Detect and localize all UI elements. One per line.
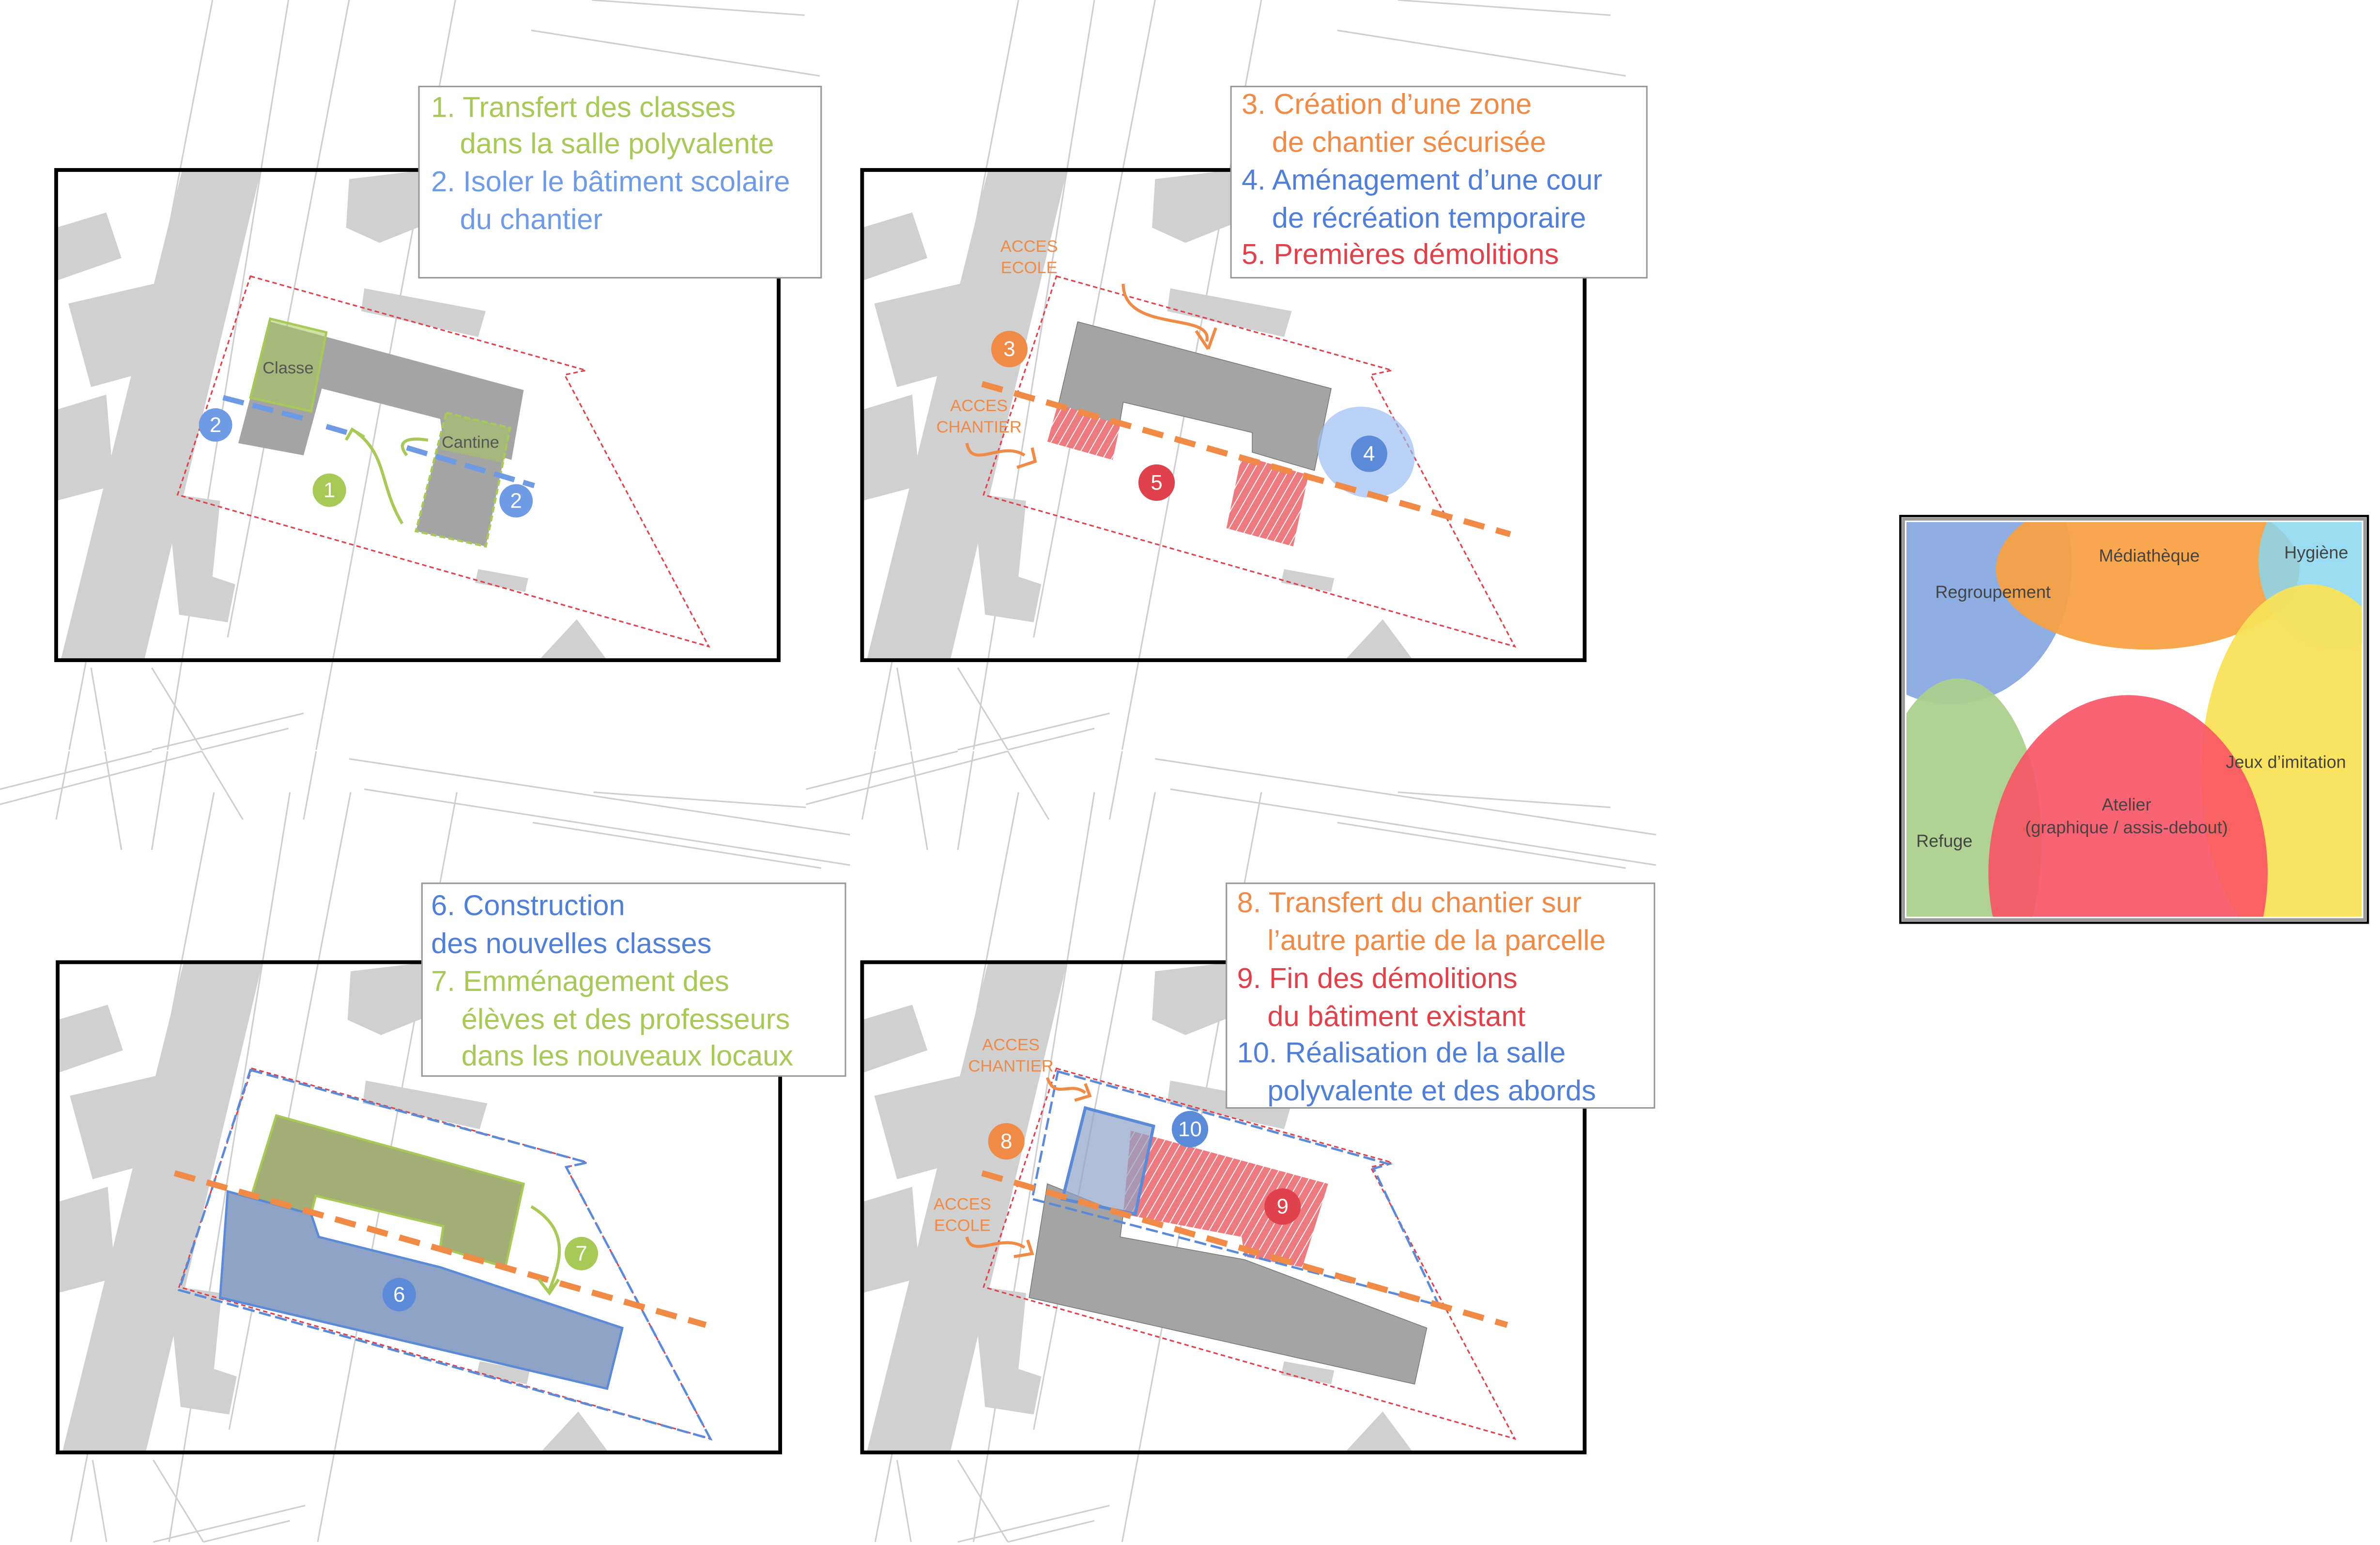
- step-4-cont: de récréation temporaire: [1272, 201, 1586, 234]
- existing-building: [1029, 1183, 1428, 1385]
- step-8-cont: l’autre partie de la parcelle: [1267, 924, 1605, 957]
- new-building: [219, 1190, 624, 1390]
- marker-4: 4: [1351, 435, 1387, 472]
- step-10: 10. Réalisation de la salle: [1237, 1036, 1566, 1069]
- marker-2a: 2: [199, 408, 232, 442]
- zone-atelier: [1988, 695, 2268, 917]
- marker-9: 9: [1264, 1188, 1301, 1225]
- demolition-zone: [1226, 455, 1308, 547]
- step-6: 6. Construction: [431, 889, 625, 922]
- marker-6: 6: [382, 1278, 416, 1312]
- demolition-zone: [1047, 403, 1121, 460]
- access-ecole-label: ACCES: [934, 1195, 991, 1213]
- cantine-label: Cantine: [442, 433, 499, 451]
- svg-text:2: 2: [510, 489, 522, 513]
- label-regroupement: Regroupement: [1935, 582, 2050, 602]
- access-chantier-label-2: CHANTIER: [937, 418, 1022, 436]
- panel1-legend-box: [418, 86, 822, 279]
- access-ecole-label-2: ECOLE: [934, 1216, 991, 1235]
- step-3-cont: de chantier sécurisée: [1272, 125, 1546, 158]
- svg-text:7: 7: [575, 1242, 587, 1266]
- step-4: 4. Aménagement d’une cour: [1242, 164, 1602, 196]
- panel-phase-1: Classe Cantine 1 2 2 1. Transfert des cl…: [0, 0, 851, 866]
- step-3: 3. Création d’une zone: [1242, 88, 1532, 120]
- panel3-legend-box: [421, 882, 846, 1077]
- marker-3: 3: [991, 331, 1028, 368]
- svg-text:1: 1: [323, 479, 335, 502]
- step-8: 8. Transfert du chantier sur: [1237, 886, 1582, 918]
- step-5: 5. Premières démolitions: [1242, 238, 1559, 270]
- access-chantier-label: ACCES: [982, 1035, 1040, 1054]
- svg-text:5: 5: [1151, 471, 1162, 494]
- svg-text:2: 2: [210, 413, 221, 437]
- label-mediatheque: Médiathèque: [2099, 545, 2199, 565]
- svg-text:10: 10: [1178, 1117, 1202, 1141]
- label-hygiene: Hygiène: [2284, 542, 2348, 562]
- step-7: 7. Emménagement des: [431, 965, 729, 997]
- label-refuge: Refuge: [1916, 831, 1972, 851]
- step-1: 1. Transfert des classes: [431, 91, 736, 123]
- step-1-cont: dans la salle polyvalente: [460, 127, 774, 160]
- panel4-legend-box: [1226, 882, 1656, 1109]
- classe-label: Classe: [262, 359, 313, 377]
- svg-text:8: 8: [1000, 1129, 1012, 1153]
- multipurpose-hall: [1060, 1106, 1155, 1216]
- marker-5: 5: [1138, 464, 1175, 501]
- access-ecole-label: ACCES: [1000, 237, 1058, 256]
- panel-phase-2: ACCES ECOLE ACCES CHANTIER 3 5 4 3. Créa…: [805, 0, 1657, 866]
- svg-text:6: 6: [393, 1282, 405, 1306]
- svg-text:4: 4: [1363, 442, 1375, 465]
- step-2: 2. Isoler le bâtiment scolaire: [431, 165, 790, 198]
- label-atelier-sub: (graphique / assis-debout): [2025, 817, 2228, 837]
- svg-text:3: 3: [1003, 337, 1015, 361]
- panel-phase-4: ACCES CHANTIER ACCES ECOLE 8 10 9 8. Tra…: [862, 792, 1656, 1542]
- step-7-cont: élèves et des professeurs: [461, 1003, 790, 1035]
- label-jeux: Jeux d’imitation: [2226, 752, 2346, 772]
- marker-7: 7: [565, 1236, 599, 1270]
- marker-10: 10: [1171, 1111, 1209, 1147]
- marker-2b: 2: [499, 484, 533, 518]
- panel2-legend-box: [1230, 86, 1648, 279]
- label-atelier: Atelier: [2102, 794, 2151, 814]
- step-7-cont2: dans les nouveaux locaux: [461, 1039, 793, 1072]
- step-10-cont: polyvalente et des abords: [1267, 1074, 1596, 1107]
- step-2-cont: du chantier: [460, 203, 603, 235]
- marker-1: 1: [312, 473, 346, 507]
- demolition-zone: [1123, 1130, 1328, 1267]
- classe-zone: [249, 317, 328, 413]
- site-boundary: [981, 381, 1511, 538]
- zone-mediatheque: [1996, 522, 2300, 650]
- zoning-diagram: Regroupement Médiathèque Hygiène Jeux d’…: [1899, 515, 2369, 924]
- step-9: 9. Fin des démolitions: [1237, 962, 1518, 994]
- step-9-cont: du bâtiment existant: [1267, 1000, 1525, 1032]
- access-ecole-label-2: ECOLE: [1001, 259, 1058, 277]
- marker-8: 8: [988, 1123, 1025, 1160]
- access-chantier-label-2: CHANTIER: [968, 1057, 1054, 1075]
- svg-text:9: 9: [1277, 1195, 1289, 1219]
- access-chantier-label: ACCES: [950, 397, 1008, 415]
- step-6-cont: des nouvelles classes: [431, 927, 711, 959]
- panel-phase-3: 7 6 6. Construction des nouvelles classe…: [58, 792, 846, 1542]
